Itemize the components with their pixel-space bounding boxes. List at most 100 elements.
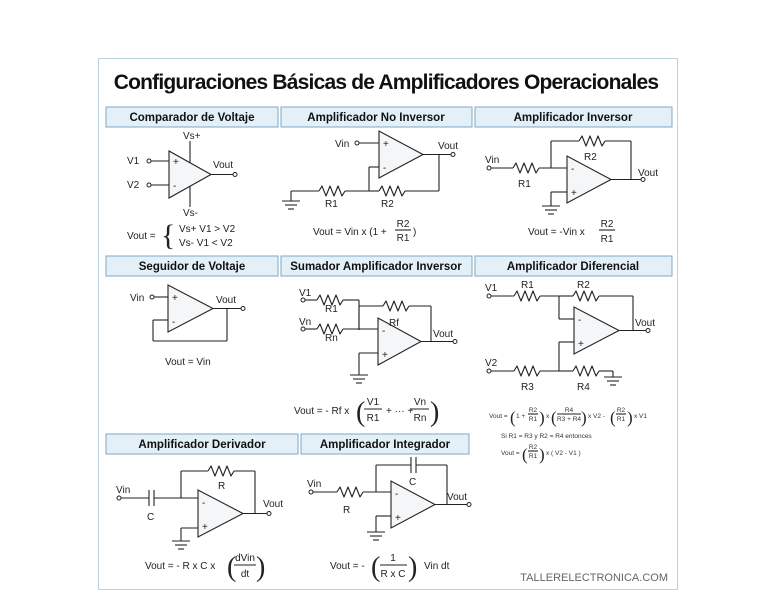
svg-text:dVin: dVin — [235, 553, 255, 564]
svg-text:R4: R4 — [565, 407, 574, 414]
svg-text:dt: dt — [241, 569, 250, 580]
header-seguidor: Seguidor de Voltaje — [105, 255, 279, 277]
svg-text:R2: R2 — [529, 444, 538, 451]
circuit-sumador: - + V1 R1 Rf Vn Rn Vout — [299, 288, 458, 384]
page-title: Configuraciones Básicas de Amplificadore… — [114, 71, 659, 94]
svg-text:R x C: R x C — [381, 569, 406, 580]
svg-text:x V1: x V1 — [634, 413, 647, 420]
label-vout: Vout — [638, 168, 658, 179]
svg-text:Seguidor de Voltaje: Seguidor de Voltaje — [139, 261, 246, 273]
svg-text:): ) — [581, 408, 587, 427]
svg-text:Vin dt: Vin dt — [424, 561, 450, 572]
label-vout: Vout — [263, 499, 283, 510]
svg-text:): ) — [539, 408, 545, 427]
header-inversor: Amplificador Inversor — [474, 106, 673, 128]
svg-text:+: + — [383, 139, 389, 150]
svg-text:R1: R1 — [529, 453, 538, 460]
label-vout: Vout — [438, 141, 458, 152]
svg-text:(: ( — [610, 408, 616, 427]
svg-text:R1: R1 — [529, 416, 538, 423]
svg-text:(: ( — [510, 408, 516, 427]
svg-text:Vs+ V1 > V2: Vs+ V1 > V2 — [179, 224, 236, 235]
diagram-card: Configuraciones Básicas de Amplificadore… — [98, 58, 678, 590]
svg-text:): ) — [256, 552, 265, 583]
svg-text:-: - — [202, 498, 205, 509]
svg-text:+: + — [382, 350, 388, 361]
label-vn: Vn — [299, 317, 311, 328]
svg-text:Amplificador Derivador: Amplificador Derivador — [138, 439, 266, 451]
svg-text:): ) — [408, 552, 417, 583]
svg-text:x ( V2 - V1 ): x ( V2 - V1 ) — [546, 450, 581, 457]
svg-text:Vn: Vn — [414, 397, 426, 408]
label-rf: Rf — [389, 318, 399, 329]
label-c: C — [147, 512, 154, 523]
label-v2: V2 — [127, 180, 140, 191]
label-vin: Vin — [307, 479, 321, 490]
svg-text:Vout = -: Vout = - — [330, 561, 365, 572]
label-r4: R4 — [577, 382, 590, 393]
label-r3: R3 — [521, 382, 534, 393]
label-v1: V1 — [299, 288, 312, 299]
svg-text:Vs- V1 < V2: Vs- V1 < V2 — [179, 238, 233, 249]
circuit-comparador: + - Vs+ V1 V2 Vout Vs- — [127, 131, 238, 219]
label-vin: Vin — [116, 485, 130, 496]
svg-text:Vout = - R x C x: Vout = - R x C x — [145, 561, 215, 572]
svg-text:+: + — [395, 513, 401, 524]
label-v2: V2 — [485, 358, 498, 369]
svg-text:+: + — [578, 339, 584, 350]
label-rn: Rn — [325, 333, 338, 344]
circuit-seguidor: + - Vin Vout — [130, 284, 246, 342]
circuit-inversor: - + R2 Vin R1 Vout — [485, 135, 658, 215]
svg-text:R1: R1 — [601, 234, 614, 245]
svg-text:Vout = Vin: Vout = Vin — [165, 357, 211, 368]
svg-text:V1: V1 — [367, 397, 380, 408]
label-r2: R2 — [584, 152, 597, 163]
svg-text:Comparador de Voltaje: Comparador de Voltaje — [129, 112, 254, 124]
header-diferencial: Amplificador Diferencial — [474, 255, 673, 277]
label-vout: Vout — [635, 318, 655, 329]
svg-text:Amplificador Integrador: Amplificador Integrador — [320, 439, 451, 451]
label-c: C — [409, 477, 416, 488]
svg-text:(: ( — [356, 397, 365, 428]
header-sumador: Sumador Amplificador Inversor — [280, 255, 473, 277]
svg-text:Vout = Vin x (1 +: Vout = Vin x (1 + — [313, 227, 387, 238]
svg-text:Vout =: Vout = — [489, 413, 508, 420]
label-vin: Vin — [335, 139, 349, 150]
svg-text:Vout = -Vin x: Vout = -Vin x — [528, 227, 585, 238]
svg-text:-: - — [571, 164, 574, 175]
equation-no-inversor: Vout = Vin x (1 + R2 R1 ) — [313, 219, 416, 244]
svg-text:Vout =: Vout = — [501, 450, 520, 457]
label-vout: Vout — [216, 295, 236, 306]
equation-sumador: Vout = - Rf x ( V1 R1 + ··· + Vn Rn ) — [294, 397, 439, 428]
label-vout: Vout — [433, 329, 453, 340]
svg-text:R2: R2 — [601, 219, 614, 230]
svg-text:): ) — [627, 408, 633, 427]
header-derivador: Amplificador Derivador — [105, 433, 299, 455]
opamp-symbol — [566, 155, 613, 204]
equation-derivador: Vout = - R x C x ( dVin dt ) — [145, 552, 265, 583]
svg-text:): ) — [413, 227, 416, 238]
header-comparador: Comparador de Voltaje — [105, 106, 279, 128]
svg-text:{: { — [161, 219, 175, 252]
svg-text:-: - — [383, 163, 386, 174]
svg-text:+ ··· +: + ··· + — [386, 406, 413, 417]
svg-text:+: + — [172, 293, 178, 304]
label-r1: R1 — [325, 199, 338, 210]
equation-inversor: Vout = -Vin x R2 R1 — [528, 219, 615, 245]
svg-text:+: + — [202, 522, 208, 533]
svg-text:-: - — [172, 317, 175, 328]
svg-text:(: ( — [522, 445, 528, 464]
opamp-symbol — [377, 317, 423, 366]
svg-text:Amplificador No Inversor: Amplificador No Inversor — [307, 112, 445, 124]
svg-text:Sumador Amplificador Inversor: Sumador Amplificador Inversor — [290, 261, 462, 273]
header-no-inversor: Amplificador No Inversor — [280, 106, 473, 128]
label-v1: V1 — [485, 283, 498, 294]
label-vin: Vin — [485, 155, 499, 166]
svg-text:R1: R1 — [367, 413, 380, 424]
opamp-symbol — [573, 306, 621, 355]
svg-text:Amplificador Inversor: Amplificador Inversor — [514, 112, 633, 124]
svg-text:R2: R2 — [617, 407, 626, 414]
circuit-no-inversor: + - Vin Vout R1 R2 — [282, 130, 458, 210]
opamp-symbol — [378, 130, 425, 179]
svg-text:(: ( — [551, 408, 557, 427]
